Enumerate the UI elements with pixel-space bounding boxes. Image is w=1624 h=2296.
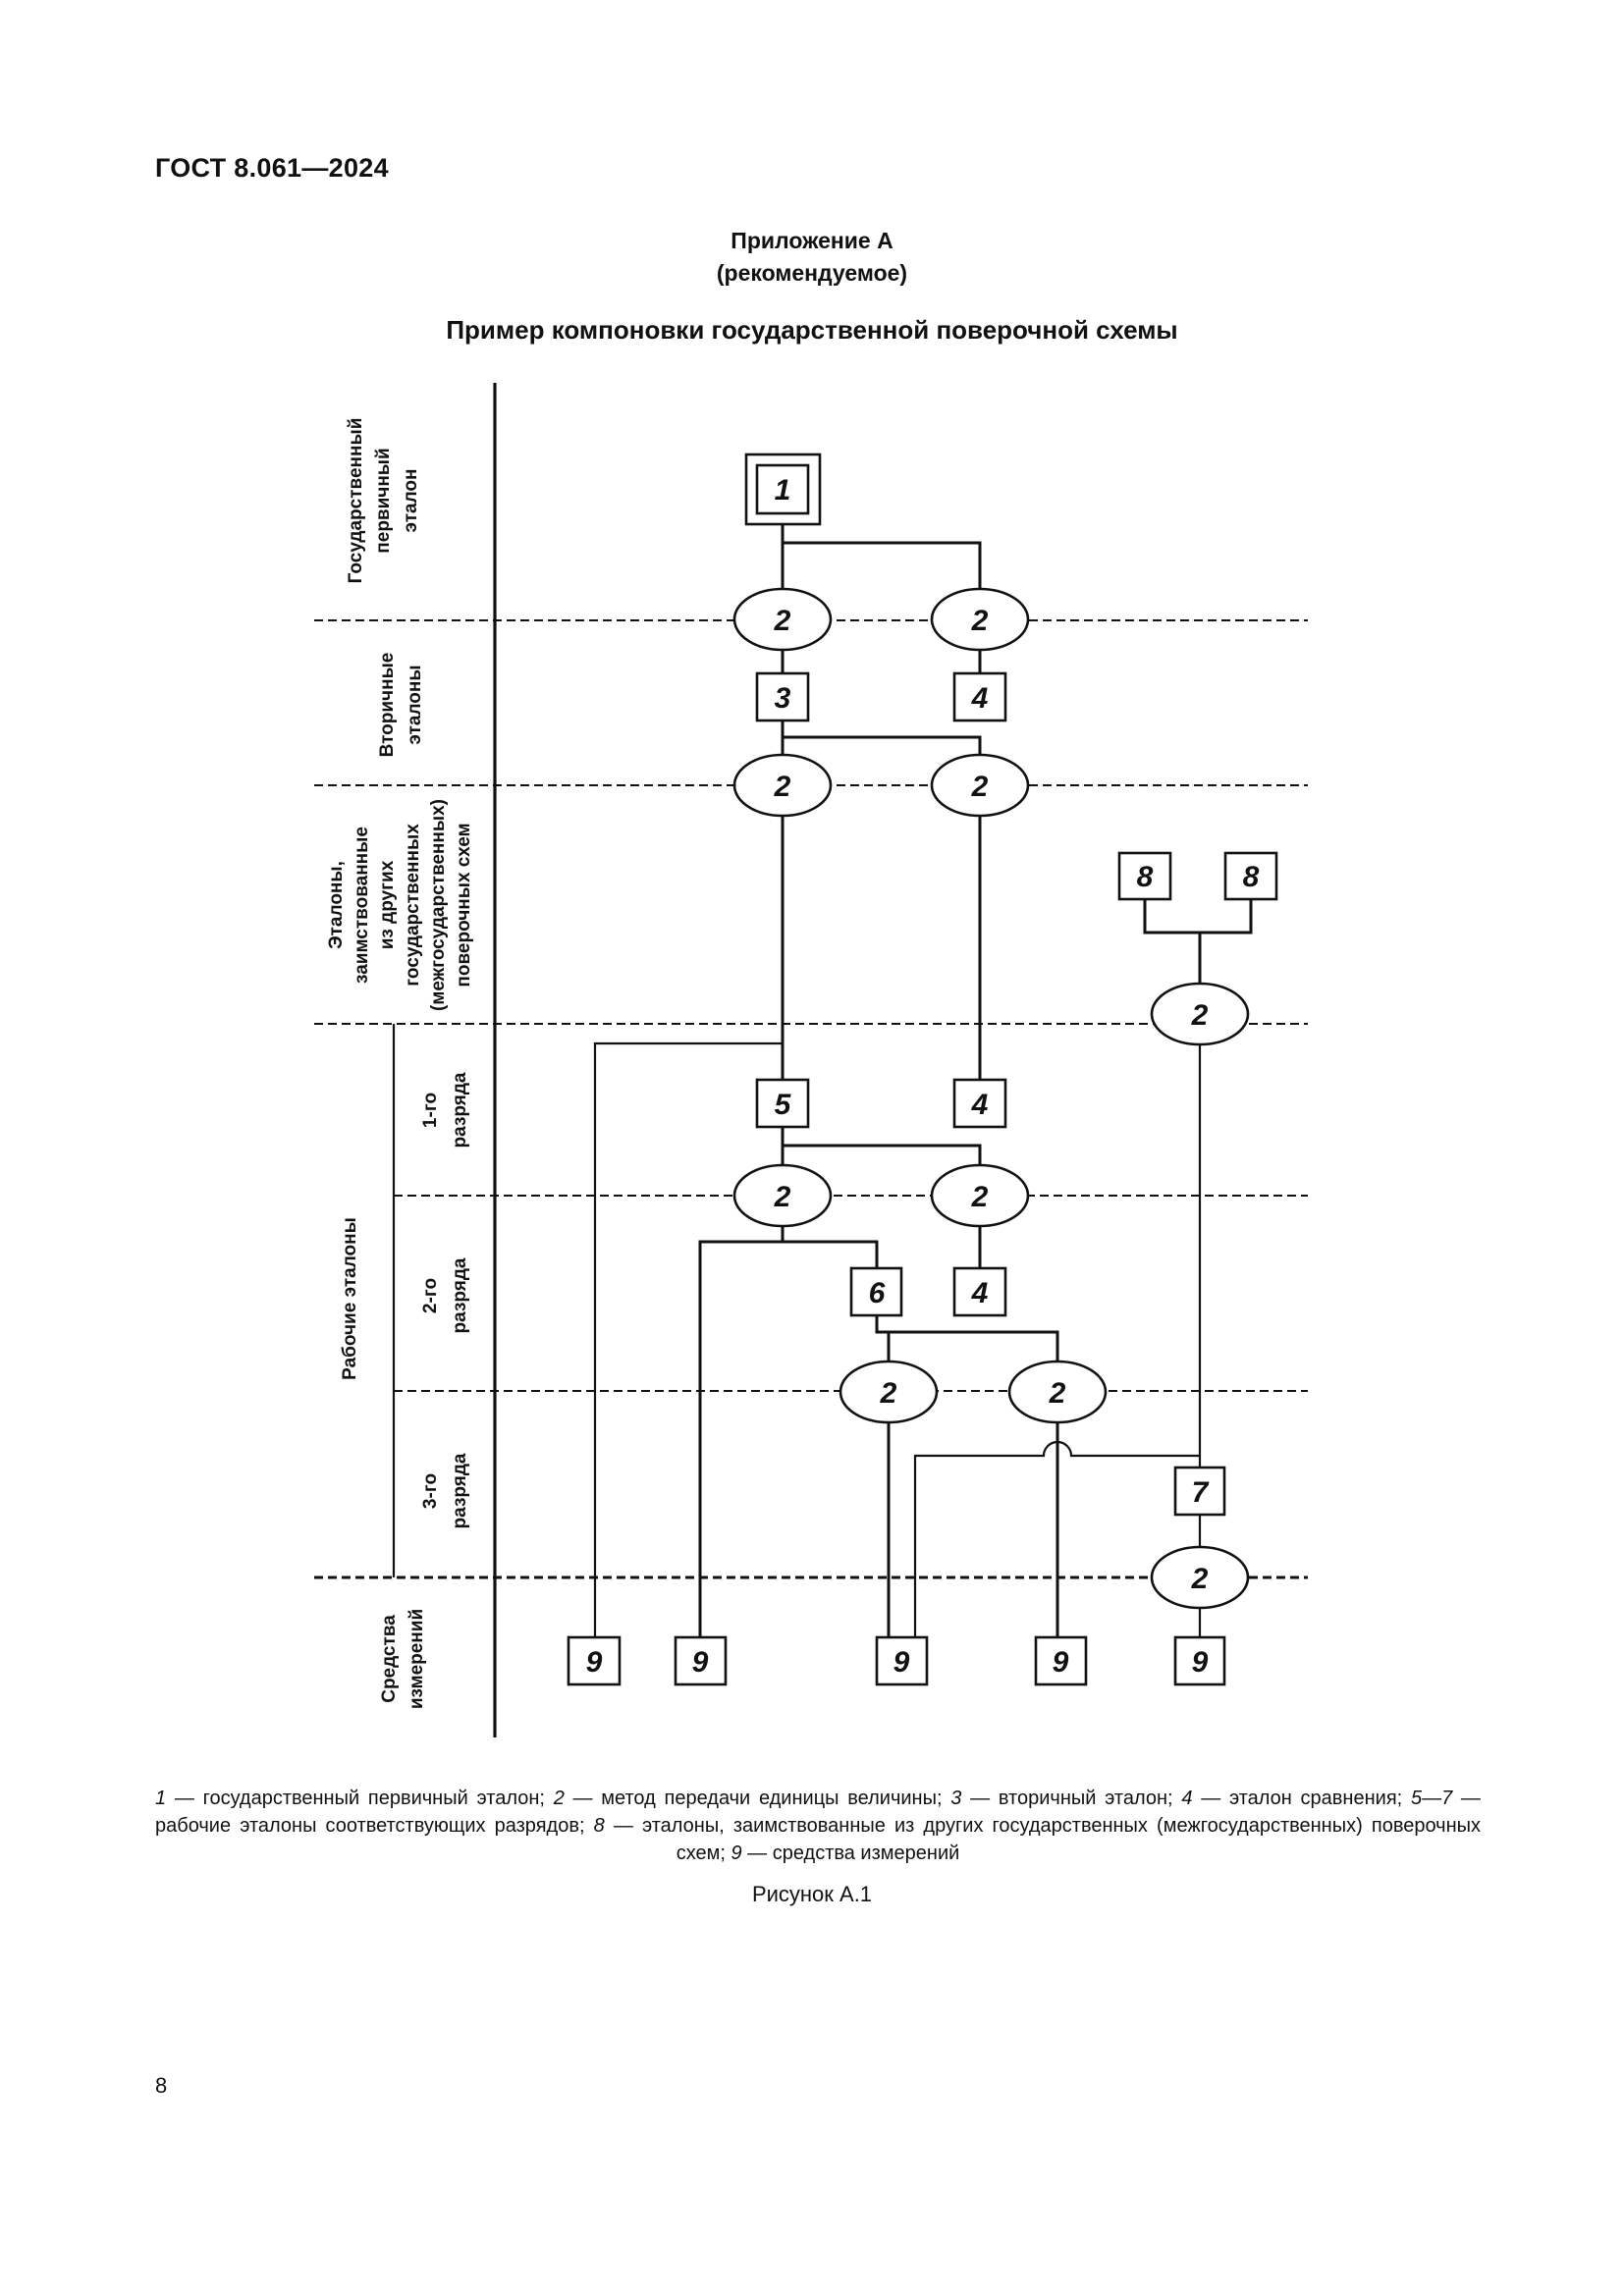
node-number: 9: [586, 1646, 603, 1679]
svg-text:Вторичные: Вторичные: [377, 653, 398, 758]
document-code: ГОСТ 8.061—2024: [155, 153, 389, 183]
comparison-standard-box: [952, 671, 1007, 722]
svg-text:разряда: разряда: [450, 1453, 470, 1528]
primary-standard-inner-box: [755, 463, 810, 515]
node-number: 7: [1192, 1476, 1210, 1509]
legend-item-9: 9 — средства измерений: [731, 1842, 960, 1864]
svg-text:измерений: измерений: [406, 1609, 427, 1709]
legend-item-1: 1 — государственный первичный эталон;: [155, 1788, 554, 1809]
svg-text:(межгосударственных): (межгосударственных): [428, 799, 449, 1011]
node-number: 2: [880, 1377, 897, 1410]
node-number: 8: [1243, 861, 1260, 893]
svg-text:эталоны: эталоны: [405, 665, 425, 744]
instrument-box: [1173, 1635, 1226, 1686]
legend-item-8: 8 — эталоны, заимствованные из других го…: [593, 1815, 1481, 1864]
svg-text:поверочных схем: поверочных схем: [454, 823, 474, 987]
appendix-title: Приложение А: [731, 228, 893, 253]
borrowed-standard-box: [1117, 851, 1172, 901]
comparison-standard-box: [952, 1266, 1007, 1317]
instrument-box: [674, 1635, 728, 1686]
method-node: [839, 1360, 939, 1424]
node-number: 4: [971, 1089, 989, 1121]
node-number: 8: [1137, 861, 1154, 893]
svg-text:из других: из других: [377, 860, 398, 949]
node-number: 2: [971, 1181, 989, 1213]
node-number: 2: [774, 771, 791, 803]
node-number: 5: [775, 1089, 792, 1121]
figure-legend: 1 — государственный первичный эталон; 2 …: [155, 1785, 1481, 1867]
row-label-rank1: 1-го разряда: [420, 1072, 470, 1148]
svg-text:2-го: 2-го: [420, 1278, 441, 1313]
row-label-instruments: Средства измерений: [379, 1609, 427, 1709]
figure-label: Рисунок А.1: [751, 1882, 873, 1906]
figure-title: Пример компоновки государственной поверо…: [446, 315, 1178, 345]
comparison-standard-box: [952, 1078, 1007, 1129]
svg-text:Рабочие эталоны: Рабочие эталоны: [340, 1217, 360, 1380]
legend-item-5-7: 5—7 — рабочие эталоны соответствующих ра…: [155, 1788, 1481, 1837]
svg-text:1-го: 1-го: [420, 1093, 441, 1128]
secondary-standard-box: [755, 671, 810, 722]
node-number: 2: [1049, 1377, 1066, 1410]
row-label-working: Рабочие эталоны: [340, 1217, 360, 1380]
legend-item-2: 2 — метод передачи единицы величины;: [553, 1788, 951, 1809]
node-number: 9: [692, 1646, 709, 1679]
working-standard-rank2-box: [849, 1266, 903, 1317]
method-node: [1007, 1360, 1108, 1424]
row-label-primary: Государственный первичный эталон: [346, 418, 421, 584]
appendix-status: (рекомендуемое): [716, 260, 908, 286]
instrument-box: [567, 1635, 622, 1686]
node-number: 3: [775, 682, 791, 715]
instrument-box: [875, 1635, 929, 1686]
method-node: [1150, 982, 1250, 1046]
legend-item-4: 4 — эталон сравнения;: [1181, 1788, 1411, 1809]
method-node: [1150, 1545, 1250, 1610]
node-number: 9: [1053, 1646, 1069, 1679]
node-number: 9: [893, 1646, 910, 1679]
svg-text:эталон: эталон: [401, 468, 421, 532]
row-label-rank2: 2-го разряда: [420, 1257, 470, 1333]
method-node: [732, 587, 833, 652]
svg-text:заимствованные: заимствованные: [352, 827, 372, 984]
instrument-box: [1034, 1635, 1088, 1686]
node-number: 1: [775, 474, 791, 507]
svg-text:Эталоны,: Эталоны,: [326, 861, 347, 949]
borrowed-standard-box: [1223, 851, 1278, 901]
node-number: 2: [774, 1181, 791, 1213]
svg-text:разряда: разряда: [450, 1257, 470, 1333]
node-number: 2: [971, 605, 989, 637]
svg-text:Государственный: Государственный: [346, 418, 366, 584]
node-number: 2: [971, 771, 989, 803]
working-standard-rank3-box: [1173, 1466, 1226, 1517]
legend-item-3: 3 — вторичный эталон;: [950, 1788, 1182, 1809]
node-number: 2: [1191, 1563, 1209, 1595]
node-number: 4: [971, 682, 989, 715]
row-label-secondary: Вторичные эталоны: [377, 653, 425, 758]
node-number: 6: [869, 1277, 886, 1309]
svg-text:Средства: Средства: [379, 1615, 400, 1703]
svg-text:первичный: первичный: [373, 448, 394, 553]
page-number: 8: [155, 2073, 168, 2098]
node-number: 9: [1192, 1646, 1209, 1679]
row-label-rank3: 3-го разряда: [420, 1453, 470, 1528]
node-number: 2: [1191, 999, 1209, 1032]
working-standard-rank1-box: [755, 1078, 810, 1129]
method-node: [732, 1163, 833, 1228]
node-number: 4: [971, 1277, 989, 1309]
svg-text:государственных: государственных: [403, 824, 423, 987]
svg-text:3-го: 3-го: [420, 1473, 441, 1509]
method-node: [930, 1163, 1030, 1228]
method-node: [732, 753, 833, 818]
node-number: 2: [774, 605, 791, 637]
method-node: [930, 587, 1030, 652]
svg-text:разряда: разряда: [450, 1072, 470, 1148]
row-label-borrowed: Эталоны, заимствованные из других госуда…: [326, 799, 474, 1011]
method-node: [930, 753, 1030, 818]
